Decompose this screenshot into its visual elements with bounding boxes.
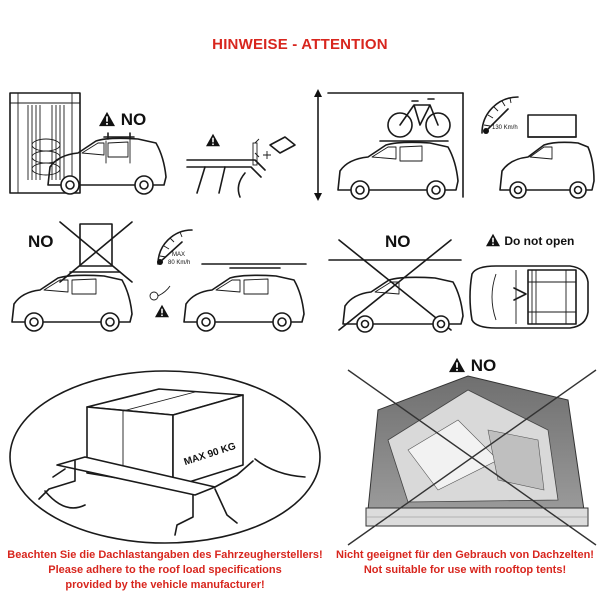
warning-icon <box>206 133 220 147</box>
no-text: NO <box>120 110 147 129</box>
do-not-open-label: Do not open <box>485 233 574 248</box>
panel-overhang <box>325 239 465 335</box>
car-icon <box>11 271 133 332</box>
bicycle-icon <box>387 98 451 138</box>
car-icon <box>499 114 595 199</box>
warning-icon <box>486 233 500 247</box>
height-bicycle-illustration <box>314 89 464 201</box>
panel-speed-130: 130 Km/h <box>470 85 595 205</box>
no-text: NO <box>470 356 497 375</box>
caption-rooftop-tent-line1: Nicht geeignet für den Gebrauch von Dach… <box>336 549 594 561</box>
no-label-heavy-box: NO <box>28 232 54 252</box>
page-title: HINWEISE - ATTENTION <box>212 36 388 53</box>
panel-rail-detail <box>185 125 305 205</box>
roof-load-illustration <box>9 370 321 544</box>
no-label-rooftop-tent: NO <box>448 356 496 376</box>
speed-gauge-icon <box>481 96 595 199</box>
no-text: NO <box>28 232 54 251</box>
gauge-max-label: MAX <box>172 252 186 258</box>
panel-height-bicycle <box>308 85 468 205</box>
heavy-box-illustration <box>11 221 133 332</box>
caption-roof-load-line1: Beachten Sie die Dachlastangaben des Fah… <box>7 549 323 561</box>
caption-roof-load-line2: Please adhere to the roof load specifica… <box>48 564 282 576</box>
speed-gauge-icon <box>149 229 307 332</box>
caption-roof-load: Beachten Sie die Dachlastangaben des Fah… <box>0 548 330 593</box>
no-text: NO <box>385 232 411 251</box>
panel-speed-80: MAX 80 Km/h <box>140 222 310 332</box>
panel-rooftop-tent <box>347 369 597 546</box>
gauge-130-label: 130 Km/h <box>492 125 518 131</box>
car-top-view-illustration <box>469 265 589 329</box>
car-icon <box>337 140 459 200</box>
no-label-overhang: NO <box>385 232 411 252</box>
caption-roof-load-line3: provided by the vehicle manufacturer! <box>65 579 265 591</box>
do-not-open-text: Do not open <box>504 234 575 248</box>
roof-rail-detail-illustration <box>186 136 296 198</box>
warning-icon <box>155 304 169 318</box>
panel-top-view <box>466 262 592 332</box>
gauge-80-label: 80 Km/h <box>168 260 191 266</box>
roof-tent-icon <box>347 369 597 546</box>
car-icon <box>183 267 305 332</box>
panel-car-wash <box>8 85 188 205</box>
overhang-illustration <box>328 239 464 333</box>
no-label-car-wash: NO <box>98 110 146 130</box>
car-icon <box>342 276 464 333</box>
warning-icon <box>99 111 115 127</box>
caption-rooftop-tent-line2: Not suitable for use with rooftop tents! <box>363 564 567 576</box>
panel-heavy-box <box>8 221 148 332</box>
car-wash-illustration <box>9 92 167 195</box>
car-icon <box>47 132 167 195</box>
warning-icon <box>449 357 465 373</box>
panel-roof-load: MAX 90 KG <box>5 365 321 545</box>
caption-rooftop-tent: Nicht geeignet für den Gebrauch von Dach… <box>330 548 600 578</box>
